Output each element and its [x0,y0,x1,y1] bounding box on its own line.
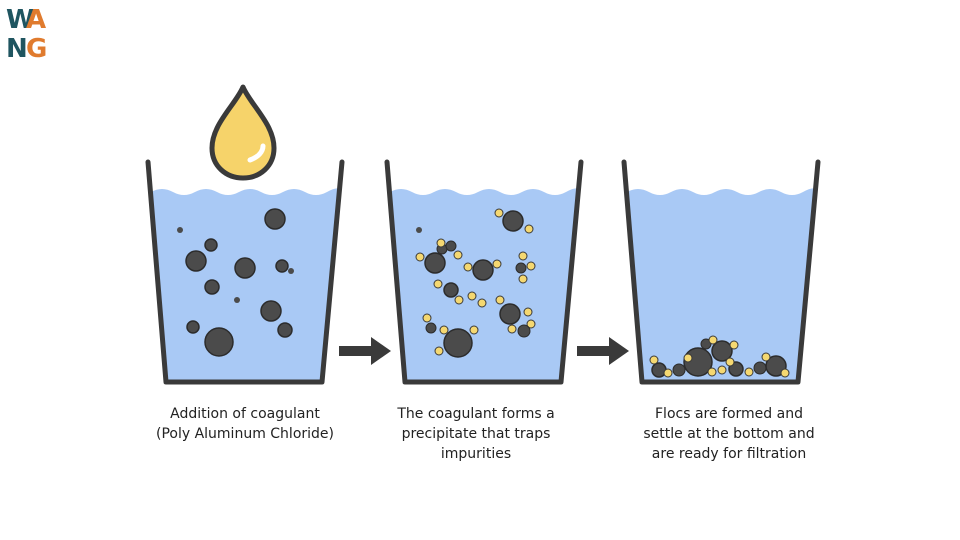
water-2 [390,188,579,380]
caption-line: Flocs are formed and [655,406,803,422]
caption-line: are ready for filtration [651,446,807,462]
glass-3 [621,159,821,385]
arrow-right-icon [339,337,391,365]
caption-line: precipitate that traps [401,426,551,442]
logo-letter: A [26,5,47,35]
logo-letter: N [6,34,28,64]
logo-letter: G [26,34,48,64]
coagulant-droplet [209,84,277,181]
glass-2 [384,159,584,385]
beaker-3 [621,159,821,385]
caption-line: settle at the bottom and [643,426,815,442]
caption-step-2: The coagulant forms a precipitate that t… [356,404,596,464]
caption-line: The coagulant forms a [397,406,555,422]
water-1 [151,188,340,380]
arrow-right-icon [577,337,629,365]
particles-1 [177,208,294,357]
caption-step-3: Flocs are formed and settle at the botto… [609,404,849,464]
water-3 [627,188,816,380]
flocs-2 [415,208,536,358]
brand-logo: W A N G [6,6,68,64]
settled-flocs-3 [649,335,790,378]
glass-1 [145,159,345,385]
caption-line: Addition of coagulant [170,406,320,422]
caption-line: impurities [440,446,512,462]
beaker-2 [384,159,584,385]
caption-line: (Poly Aluminum Chloride) [155,426,334,442]
caption-step-1: Addition of coagulant (Poly Aluminum Chl… [125,404,365,444]
beaker-1 [145,159,345,385]
